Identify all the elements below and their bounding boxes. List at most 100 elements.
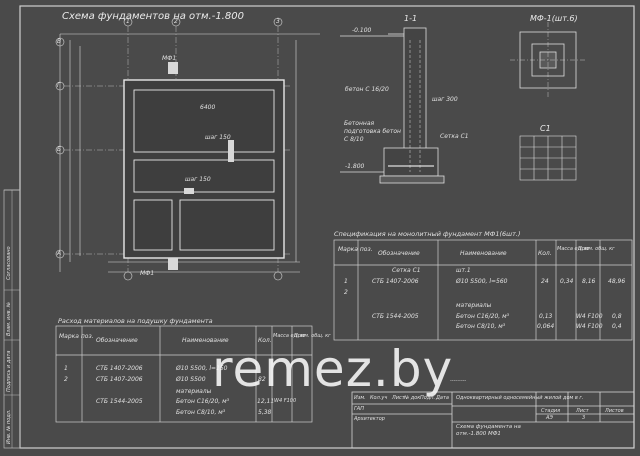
mat-r0-c1: СТБ 1407-2006 [96,365,143,372]
dim-outer: 6400 [200,104,216,111]
node-title: МФ-1(шт.6) [530,14,578,23]
level-bottom: -1.800 [345,163,365,170]
tb-role-gap: ГАП [354,406,364,412]
concrete-label: бетон С 16/20 [345,86,389,93]
strip-foundation [123,79,285,259]
axis-v: В [57,38,62,45]
strip-sign: Подпись и дата [6,350,12,392]
material-table-grid [55,325,313,423]
spec-r4-c1: СТБ 1544-2005 [372,313,419,320]
tb-col-5: Дата [436,395,449,401]
mat-r0-c2: Ø10 S500, l=150 [176,365,228,372]
mat-r3-c3: 12,11 [257,398,275,405]
material-caption: Расход материалов на подушку фундамента [58,317,213,325]
spec-r1-c4: 0,34 [560,278,574,285]
spec-r4-c3: 0,13 [539,313,553,320]
mesh-label: Сетка С1 [440,133,469,140]
spec-r1-c0: 1 [344,278,348,285]
strip-inv-orig: Инв. № подл. [6,409,12,445]
step-150-a: шаг 150 [205,134,231,141]
mat-r3-c4: W4 F100 [274,398,297,404]
spec-h3: Кол. [538,250,552,257]
axis-a: А [57,250,62,257]
mat-h2: Наименование [182,337,229,344]
mat-r1-c3: 82 [258,376,266,383]
title-block-grid [351,391,635,449]
level-top: -0.100 [352,27,372,34]
tb-col-2: Лист [392,395,405,401]
spec-r5-c2: Бетон С8/10, м³ [456,323,506,330]
spec-table-grid [333,239,633,341]
tb-col-1: Кол.уч [370,395,388,401]
mat-r0-c0: 1 [64,365,68,372]
spec-r4-c5: W4 F100 [576,313,603,320]
mesh-title: С1 [540,124,551,133]
spec-r3-c2: материалы [456,302,492,309]
mat-r3-c1: СТБ 1544-2005 [96,398,143,405]
axis-2: 2 [174,18,178,25]
tb-stage-header: Стадия [541,408,561,414]
tb-col-0: Изм. [354,395,366,401]
step-150-b: шаг 150 [185,176,211,183]
spec-r1-c3: 24 [541,278,549,285]
spec-r0-c2: шт.1 [456,267,471,274]
mat-h1: Обозначение [96,337,138,344]
tb-sheets-header: Листов [605,408,624,414]
spec-h5: Прим. общ. кг [578,246,615,252]
section-1-1 [340,27,445,184]
tb-role-arch: Архитектор [354,416,385,422]
spec-r1-c6: 48,96 [608,278,626,285]
prep-label: Бетонная подготовка бетон С 8/10 [344,120,401,143]
spec-h1: Обозначение [378,250,420,257]
spec-caption: Спецификация на монолитный фундамент МФ1… [334,230,521,238]
spec-r1-c1: СТБ 1407-2006 [372,278,419,285]
axis-b: Б [57,146,62,153]
watermark: remez.by [212,340,454,398]
spec-r5-c6: 0,4 [612,323,622,330]
node-mf1 [510,22,586,98]
mf-label-top: МФ1 [162,55,177,62]
mat-r1-c2: Ø10 S500 [176,376,206,383]
spec-r1-c5: 8,16 [582,278,596,285]
mat-h3: Кол. [258,337,272,344]
drawing-title: Схема фундаментов на отм.-1.800 [62,11,244,22]
tb-col-4: Подп. [420,395,436,401]
spec-r2-c0: 2 [344,289,348,296]
mat-r3-c2: Бетон С16/20, м³ [176,398,230,405]
mat-r4-c3: 5,38 [258,409,272,416]
section-title: 1-1 [404,14,418,23]
step-label: шаг 300 [432,96,458,103]
spec-r4-c2: Бетон С16/20, м³ [456,313,510,320]
mat-h0: Марка поз. [59,333,94,340]
mat-h5: Прим. общ. кг [294,333,331,339]
mf-label-bottom: МФ1 [140,270,155,277]
tb-stage: АЭ [546,415,553,421]
mat-r1-c1: СТБ 1407-2006 [96,376,143,383]
tb-sheet-header: Лист [576,408,589,414]
mat-r1-c0: 2 [64,376,68,383]
mesh-c1 [519,135,577,181]
spec-r5-c5: W4 F100 [576,323,603,330]
mat-h4: Масса ед. кг [273,333,306,339]
tb-sheet-no: 3 [582,415,586,421]
tb-col-3: № док [404,395,421,401]
tb-sheet-name: Схема фундамента на отм.-1.800 МФ1 [456,424,521,437]
mat-r4-c2: Бетон С8/10, м³ [176,409,226,416]
axis-g: Г [57,82,61,89]
axis-1: 1 [126,18,130,25]
axis-3: 3 [276,18,280,25]
spec-r4-c6: 0,8 [612,313,622,320]
strip-agreed: Согласовано [6,246,12,280]
strip-inv: Взам. инв. № [6,302,12,336]
mat-r2-c2: материалы [176,388,212,395]
spec-r0-c1: Сетка С1 [392,267,421,274]
spec-h4: Масса ед. кг [557,246,590,252]
spec-h0: Марка поз. [338,246,373,253]
tb-project: Одноквартирный односемейный жилой дом в … [456,395,584,401]
spec-r1-c2: Ø10 S500, l=560 [456,278,508,285]
watermark-sub: --------- [450,378,467,384]
spec-h2: Наименование [460,250,507,257]
mf-blocks [168,62,234,270]
